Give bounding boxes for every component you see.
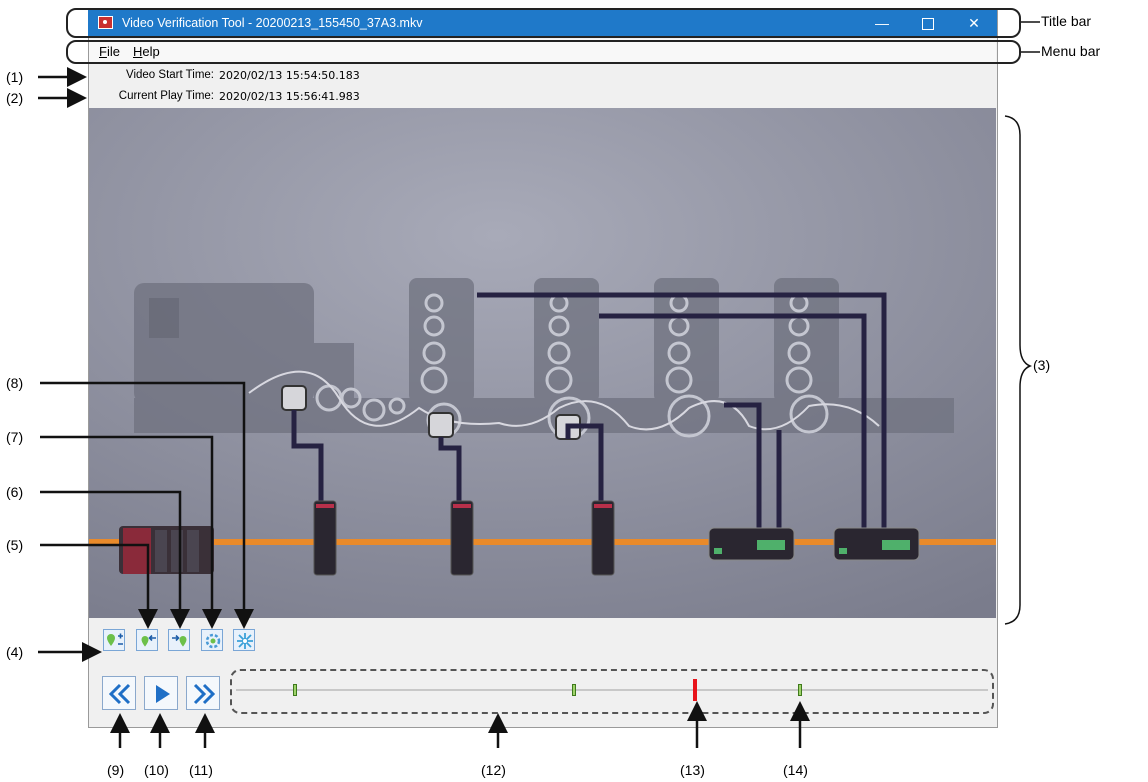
callout-3: (3) [1033,357,1051,373]
marker-clear-button[interactable] [233,629,255,651]
skip-forward-icon [193,683,215,705]
menu-help[interactable]: Help [133,44,160,59]
marker-settings-icon [205,633,221,649]
menu-bar: File Help [89,39,996,63]
menu-bar-callout [66,40,1021,64]
close-button[interactable]: ✕ [951,8,997,38]
add-remove-marker-button[interactable] [103,629,125,651]
app-icon [98,16,113,29]
callout-6: (6) [6,484,24,500]
bookmark-marker[interactable] [293,684,297,696]
add-remove-marker-icon [107,633,123,646]
next-marker-button[interactable] [168,629,190,651]
timeline-callout-box [230,669,994,714]
video-frame-image [89,108,996,618]
title-bar[interactable]: Video Verification Tool - 20200213_15545… [88,8,997,38]
callout-14: (14) [783,762,808,778]
play-icon [156,685,170,703]
skip-back-icon [109,683,131,705]
video-start-time-value: 2020/02/13 15:54:50.183 [219,69,360,82]
title-bar-annotation: Title bar [1041,13,1092,29]
callout-7: (7) [6,429,24,445]
skip-forward-button[interactable] [186,676,220,710]
marker-settings-button[interactable] [201,629,223,651]
callout-8: (8) [6,375,24,391]
video-display[interactable] [89,108,996,618]
callout-2: (2) [6,90,24,106]
timeline-track[interactable] [236,689,988,691]
playback-position-marker[interactable] [693,679,697,701]
play-button[interactable] [144,676,178,710]
callout-5: (5) [6,537,24,553]
window-title: Video Verification Tool - 20200213_15545… [122,16,423,30]
title-bar-callout [66,8,1021,38]
minimize-button[interactable]: — [859,8,905,38]
maximize-button[interactable] [905,8,951,38]
video-start-time-label: Video Start Time: [126,69,214,81]
skip-back-button[interactable] [102,676,136,710]
maximize-icon [922,18,934,31]
next-marker-icon [172,634,187,647]
prev-marker-icon [141,634,156,647]
current-play-time-label: Current Play Time: [118,90,214,102]
callout-11: (11) [189,762,213,778]
prev-marker-button[interactable] [136,629,158,651]
callout-9: (9) [107,762,125,778]
marker-clear-icon [237,633,253,649]
callout-12: (12) [481,762,506,778]
callout-13: (13) [680,762,705,778]
callout-10: (10) [144,762,169,778]
callout-4: (4) [6,644,24,660]
minimize-icon: — [875,15,889,31]
callout-1: (1) [6,69,24,85]
menu-bar-annotation: Menu bar [1041,43,1101,59]
current-play-time-value: 2020/02/13 15:56:41.983 [219,90,360,103]
bookmark-marker[interactable] [572,684,576,696]
close-icon: ✕ [968,15,980,31]
menu-file[interactable]: File [99,44,120,59]
bookmark-marker[interactable] [798,684,802,696]
